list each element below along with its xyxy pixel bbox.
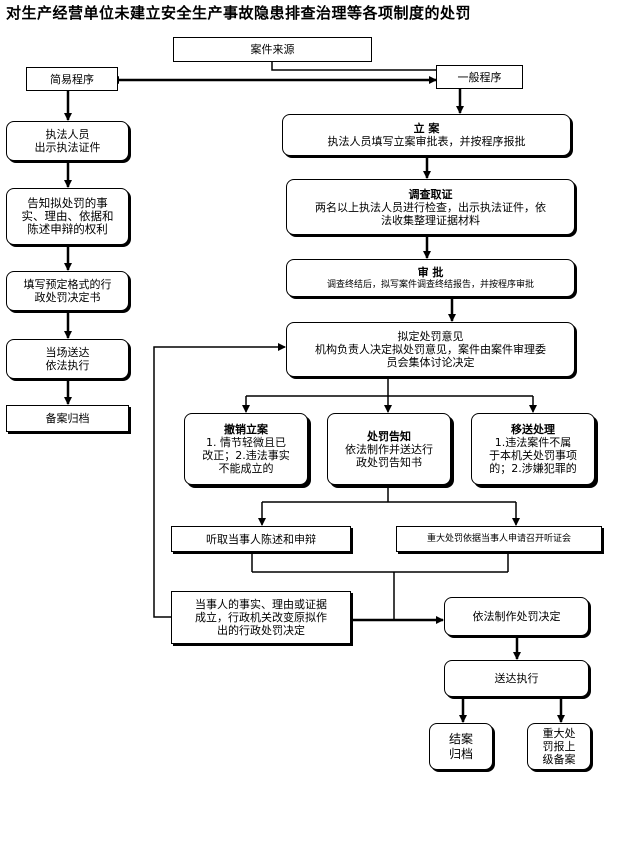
revoke-line2: 改正；2.违法事实 — [202, 449, 290, 462]
investigate-title: 调查取证 — [408, 187, 453, 201]
fill-line2: 政处罚决定书 — [34, 291, 101, 304]
opinion-line3: 员会集体讨论决定 — [386, 356, 475, 369]
general-procedure-label: 一般程序 — [457, 70, 502, 84]
facts-line3: 出的行政处罚决定 — [217, 624, 305, 637]
filing-box: 立 案 执法人员填写立案审批表，并按程序报批 — [282, 114, 571, 156]
investigate-box: 调查取证 两名以上执法人员进行检查，出示执法证件，依 法收集整理证据材料 — [286, 179, 575, 235]
source-box: 案件来源 — [173, 37, 372, 62]
transfer-line3: 的；2.涉嫌犯罪的 — [489, 462, 577, 475]
source-to-general-arrow — [271, 62, 456, 74]
revoke-line3: 不能成立的 — [218, 462, 274, 475]
review-text: 调查终结后，拟写案件调查终结报告，并按程序审批 — [326, 279, 534, 290]
opinion-box: 拟定处罚意见 机构负责人决定拟处罚意见，案件由案件审理委 员会集体讨论决定 — [286, 322, 575, 377]
loop-back-arrow — [153, 343, 286, 618]
simple-procedure-label: 简易程序 — [50, 72, 94, 86]
facts-line2: 成立，行政机关改变原拟作 — [195, 611, 327, 624]
general-procedure-box: 一般程序 — [436, 65, 523, 89]
deliver-line1: 当场送达 — [45, 346, 90, 359]
notice-box: 处罚告知 依法制作并送达行 政处罚告知书 — [327, 413, 451, 485]
inform-line1: 告知拟处罚的事 — [27, 196, 108, 210]
report-box: 重大处 罚报上 级备案 — [527, 723, 591, 770]
report-line2: 罚报上 — [542, 740, 576, 753]
facts-line1: 当事人的事实、理由或证据 — [195, 598, 327, 611]
notice-line1: 依法制作并送达行 — [345, 442, 433, 456]
archive-line2: 归档 — [448, 746, 473, 761]
hear-label: 听取当事人陈述和申辩 — [206, 532, 316, 546]
review-box: 审 批 调查终结后，拟写案件调查终结报告，并按程序审批 — [286, 259, 575, 297]
hearing-label: 重大处罚依据当事人申请召开听证会 — [426, 534, 571, 544]
deliver-box: 当场送达 依法执行 — [6, 339, 129, 379]
transfer-line1: 1.违法案件不属 — [494, 436, 572, 449]
notice-title: 处罚告知 — [367, 429, 411, 443]
archive-simple-label: 备案归档 — [45, 412, 90, 425]
report-line1: 重大处 — [542, 727, 576, 740]
revoke-box: 撤销立案 1. 情节轻微且已 改正；2.违法事实 不能成立的 — [184, 413, 308, 485]
inform-box: 告知拟处罚的事 实、理由、依据和 陈述申辩的权利 — [6, 188, 129, 245]
hear-box: 听取当事人陈述和申辩 — [171, 526, 351, 552]
page-title: 对生产经营单位未建立安全生产事故隐患排查治理等各项制度的处罚 — [6, 4, 472, 22]
decision-label: 依法制作处罚决定 — [472, 610, 561, 623]
execute-label: 送达执行 — [494, 672, 539, 685]
transfer-line2: 于本机关处罚事项 — [489, 449, 577, 462]
officer-line1: 执法人员 — [45, 128, 90, 141]
hearing-box: 重大处罚依据当事人申请召开听证会 — [396, 526, 602, 552]
simple-procedure-box: 简易程序 — [26, 67, 118, 91]
opinion-line2: 机构负责人决定拟处罚意见，案件由案件审理委 — [315, 343, 546, 356]
notice-line2: 政处罚告知书 — [356, 455, 422, 469]
fill-line1: 填写预定格式的行 — [23, 278, 112, 291]
archive-box: 结案 归档 — [429, 723, 493, 770]
execute-box: 送达执行 — [444, 660, 589, 697]
review-title: 审 批 — [417, 265, 444, 279]
officer-line2: 出示执法证件 — [34, 141, 101, 154]
archive-simple-box: 备案归档 — [6, 405, 129, 432]
report-line3: 级备案 — [542, 753, 576, 766]
fill-decision-box: 填写预定格式的行 政处罚决定书 — [6, 271, 129, 311]
filing-text: 执法人员填写立案审批表，并按程序报批 — [327, 135, 526, 148]
decision-box: 依法制作处罚决定 — [444, 597, 589, 636]
source-label: 案件来源 — [250, 43, 295, 56]
revoke-line1: 1. 情节轻微且已 — [206, 436, 286, 449]
officer-box: 执法人员 出示执法证件 — [6, 121, 129, 161]
filing-title: 立 案 — [413, 122, 440, 135]
facts-box: 当事人的事实、理由或证据 成立，行政机关改变原拟作 出的行政处罚决定 — [171, 591, 351, 644]
investigate-line1: 两名以上执法人员进行检查，出示执法证件，依 — [315, 200, 546, 214]
deliver-line2: 依法执行 — [45, 359, 90, 372]
transfer-box: 移送处理 1.违法案件不属 于本机关处罚事项 的；2.涉嫌犯罪的 — [471, 413, 595, 485]
inform-line3: 陈述申辩的权利 — [27, 222, 108, 236]
transfer-title: 移送处理 — [511, 423, 555, 436]
investigate-line2: 法收集整理证据材料 — [381, 213, 480, 227]
archive-line1: 结案 — [448, 731, 473, 746]
revoke-title: 撤销立案 — [224, 423, 268, 436]
opinion-line1: 拟定处罚意见 — [397, 330, 464, 343]
inform-line2: 实、理由、依据和 — [21, 209, 114, 223]
